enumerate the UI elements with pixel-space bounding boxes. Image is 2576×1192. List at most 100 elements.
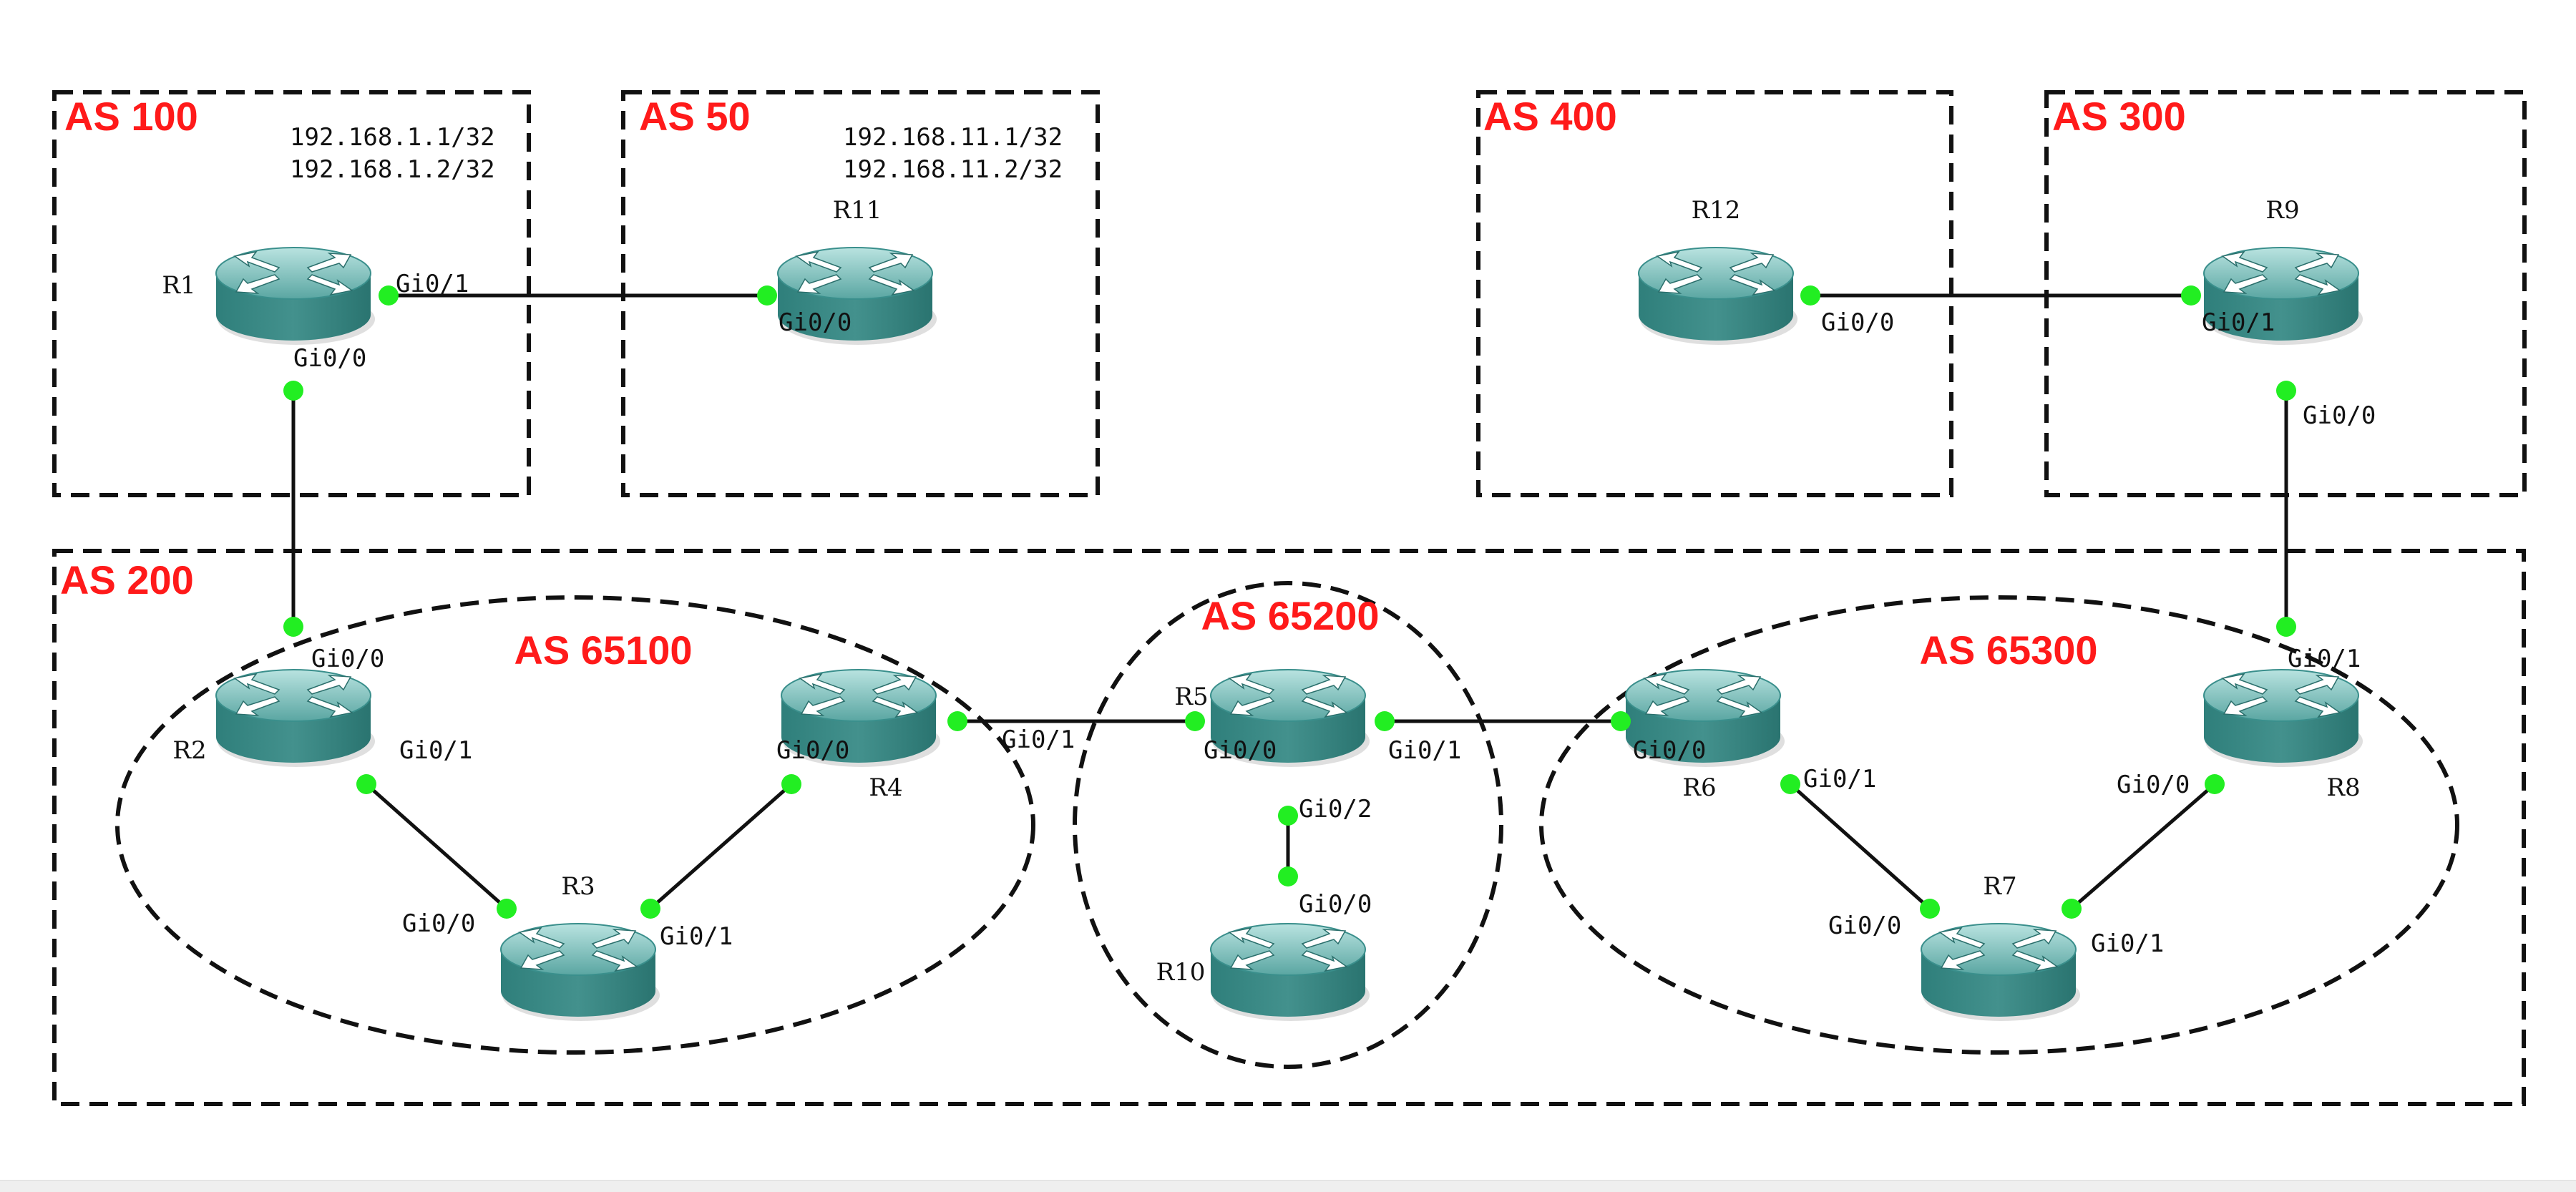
as50-network-2: 192.168.11.2/32 [843,155,1063,184]
r4-interface-label: Gi0/1 [1002,726,1075,754]
r4-interface-label: Gi0/0 [776,736,849,765]
router-icon [500,923,660,1021]
as200-box [52,549,2526,1106]
r3-label: R3 [561,872,595,901]
as300-label: AS 300 [2052,94,2186,139]
sub-as-ellipses-layer [115,581,2459,1069]
r5-interface-dot[interactable] [1278,806,1298,826]
r10-interface-dot[interactable] [1278,866,1298,886]
r5-interface-dot[interactable] [1185,711,1205,731]
r7-router[interactable] [1921,923,2080,1021]
r11-interface-label: Gi0/0 [779,308,852,337]
r2-router[interactable] [215,669,375,767]
r3-interface-dot[interactable] [497,899,517,919]
router-icon [215,247,375,345]
r1-interface-dot[interactable] [283,381,303,401]
r5-interface-dot[interactable] [1375,711,1395,731]
routers-layer [215,247,2363,1021]
as65100-label: AS 65100 [514,627,692,673]
r2-interface-dot[interactable] [356,774,376,794]
router-icon [2203,247,2363,345]
r4-interface-dot[interactable] [947,711,967,731]
r6-interface-label: Gi0/0 [1633,736,1706,765]
link-r6-r7[interactable] [1789,783,1931,910]
r9-interface-label: Gi0/1 [2202,308,2275,337]
r8-interface-dot[interactable] [2205,774,2225,794]
r8-interface-label: Gi0/1 [2288,645,2361,673]
r4-label: R4 [869,773,902,802]
as50-network-1: 192.168.11.1/32 [843,123,1063,152]
r9-interface-dot[interactable] [2276,381,2296,401]
r11-label: R11 [833,196,882,225]
r2-interface-dot[interactable] [283,617,303,637]
r3-interface-label: Gi0/1 [660,922,733,951]
r6-router[interactable] [1625,669,1785,767]
as100-label: AS 100 [64,94,198,139]
router-icon [2203,669,2363,767]
router-icon [777,247,937,345]
r3-router[interactable] [500,923,660,1021]
router-icon [1210,923,1370,1021]
router-icon [215,669,375,767]
link-r2-r3[interactable] [365,783,508,910]
router-icon [1921,923,2080,1021]
r3-interface-label: Gi0/0 [402,909,475,938]
labels-layer: AS 100 AS 50 AS 400 AS 300 AS 200 AS 65100 AS … [60,94,2376,987]
as65200-label: AS 65200 [1201,593,1379,638]
r2-interface-label: Gi0/0 [311,645,384,673]
r12-interface-dot[interactable] [1800,285,1820,306]
as50-label: AS 50 [639,94,751,139]
router-icon [1210,669,1370,767]
links-layer [291,293,2288,910]
as400-label: AS 400 [1483,94,1617,139]
r11-router[interactable] [777,247,937,345]
as65100-ellipse [115,595,1035,1055]
r6-interface-dot[interactable] [1780,774,1800,794]
r12-router[interactable] [1638,247,1797,345]
r5-interface-label: Gi0/0 [1204,736,1277,765]
as200-label: AS 200 [60,557,194,602]
r8-interface-dot[interactable] [2276,617,2296,637]
router-icon [1638,247,1797,345]
as65300-ellipse [1539,595,2459,1055]
r4-interface-dot[interactable] [781,774,801,794]
r11-interface-dot[interactable] [757,285,777,306]
r8-router[interactable] [2203,669,2363,767]
r9-router[interactable] [2203,247,2363,345]
link-r3-r4[interactable] [649,783,793,910]
r10-interface-label: Gi0/0 [1299,890,1372,919]
router-icon [1625,669,1785,767]
r7-interface-dot[interactable] [1920,899,1940,919]
r5-interface-label: Gi0/1 [1388,736,1461,765]
r7-interface-dot[interactable] [2062,899,2082,919]
r5-router[interactable] [1210,669,1370,767]
r7-interface-label: Gi0/1 [2091,929,2164,958]
interface-dots-layer [283,285,2296,919]
r7-label: R7 [1983,872,2016,901]
link-r7-r8[interactable] [2070,783,2216,910]
r6-label: R6 [1682,773,1716,802]
r3-interface-dot[interactable] [640,899,660,919]
r8-label: R8 [2326,773,2360,802]
r12-label: R12 [1692,196,1741,225]
r5-label: R5 [1174,683,1208,711]
r10-router[interactable] [1210,923,1370,1021]
r1-interface-label: Gi0/1 [396,270,469,298]
r9-interface-dot[interactable] [2181,285,2201,306]
router-icon [781,669,940,767]
r2-interface-label: Gi0/1 [399,736,472,765]
r6-interface-dot[interactable] [1611,711,1631,731]
as100-network-2: 192.168.1.2/32 [290,155,495,184]
r1-router[interactable] [215,247,375,345]
r12-interface-label: Gi0/0 [1821,308,1894,337]
as65300-label: AS 65300 [1919,627,2097,673]
r9-label: R9 [2265,196,2299,225]
as65200-ellipse [1073,581,1503,1069]
bottom-bar [0,1180,2576,1192]
r1-interface-dot[interactable] [379,285,399,306]
r8-interface-label: Gi0/0 [2117,771,2190,799]
as100-network-1: 192.168.1.1/32 [290,123,495,152]
r6-interface-label: Gi0/1 [1803,765,1876,793]
r4-router[interactable] [781,669,940,767]
